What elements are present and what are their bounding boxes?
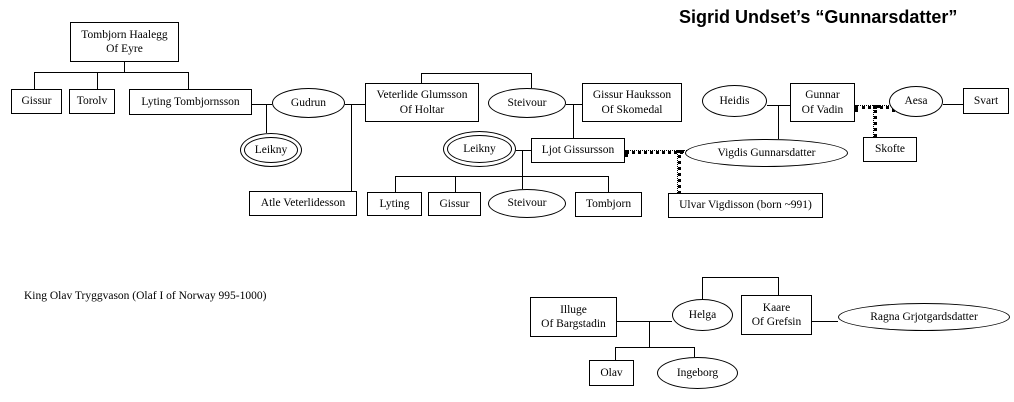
connector-line [617, 321, 672, 322]
connector-line [615, 347, 694, 348]
node-heidis: Heidis [702, 85, 767, 117]
connector-line [395, 176, 396, 192]
node-steivour-sr: Steivour [488, 88, 566, 118]
connector-line [566, 104, 582, 105]
connector-line-dotted [677, 150, 681, 199]
node-steivour-jr: Steivour [488, 189, 566, 218]
connector-line [522, 176, 523, 189]
node-aesa: Aesa [889, 86, 943, 117]
connector-line [345, 104, 365, 105]
node-olav: Olav [589, 360, 634, 386]
connector-line [778, 105, 779, 139]
node-atle-veterlidesson: Atle Veterlidesson [249, 191, 357, 216]
node-helga: Helga [672, 299, 733, 331]
node-gissur-jr: Gissur [428, 192, 481, 216]
connector-line [455, 176, 456, 192]
connector-line [34, 72, 35, 89]
connector-line [124, 62, 125, 72]
connector-line-dotted [625, 150, 691, 154]
connector-line [573, 104, 574, 138]
node-ljot-gissursson: Ljot Gissursson [531, 138, 625, 163]
connector-line [615, 347, 616, 360]
node-ulvar-vigdisson: Ulvar Vigdisson (born ~991) [668, 193, 823, 218]
node-vigdis-gunnarsdatter: Vigdis Gunnarsdatter [685, 139, 848, 167]
connector-line [694, 347, 695, 357]
connector-line [608, 176, 609, 192]
node-gissur-sr: Gissur [11, 89, 62, 114]
king-olav-note: King Olav Tryggvason (Olaf I of Norway 9… [24, 290, 267, 302]
node-lyting-jr: Lyting [367, 192, 422, 216]
connector-line [522, 150, 523, 176]
page-title: Sigrid Undset’s “Gunnarsdatter” [679, 7, 958, 27]
node-svart: Svart [963, 88, 1009, 114]
node-torolv: Torolv [69, 89, 115, 114]
connector-line [34, 72, 189, 73]
connector-line [252, 104, 272, 105]
connector-line [812, 321, 838, 322]
connector-line [649, 321, 650, 347]
connector-line [351, 104, 352, 191]
connector-line [421, 73, 422, 83]
connector-line [702, 277, 703, 299]
connector-line [266, 104, 267, 133]
node-ragna-grjotgardsdatter: Ragna Grjotgardsdatter [838, 303, 1010, 331]
connector-line [702, 277, 778, 278]
node-ingeborg: Ingeborg [657, 357, 738, 389]
connector-line [778, 277, 779, 295]
connector-line [516, 150, 531, 151]
node-lyting-tombjornsson: Lyting Tombjornsson [129, 89, 252, 115]
connector-line [188, 72, 189, 89]
connector-line [97, 72, 98, 89]
node-gudrun: Gudrun [272, 88, 345, 118]
connector-line [531, 73, 532, 88]
node-skofte: Skofte [863, 137, 917, 162]
node-leikny-sr: Leikny [240, 133, 302, 167]
connector-line [943, 104, 963, 105]
node-tombjorn-jr: Tombjorn [575, 192, 642, 217]
node-leikny-jr: Leikny [443, 131, 516, 167]
connector-line [395, 176, 608, 177]
connector-line [421, 73, 531, 74]
